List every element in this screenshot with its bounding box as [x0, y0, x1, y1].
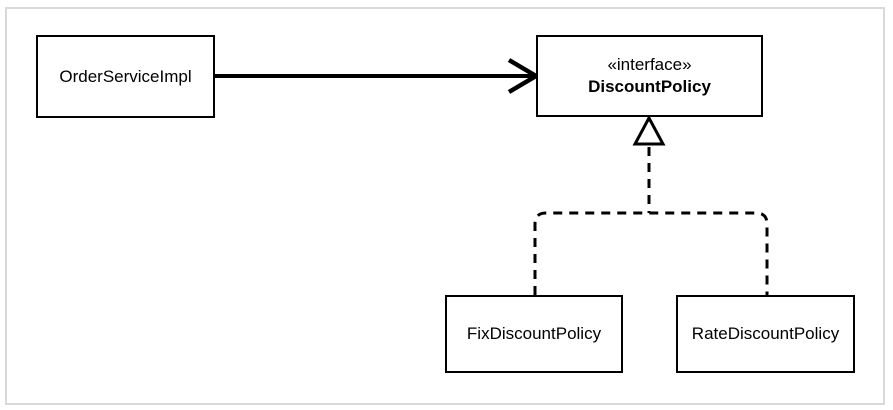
class-name-label: RateDiscountPolicy: [691, 324, 840, 343]
class-box-order-service-impl: OrderServiceImpl: [36, 35, 215, 118]
interface-stereotype-label: «interface»: [607, 55, 692, 74]
class-name-label: OrderServiceImpl: [59, 66, 192, 86]
class-name-label: FixDiscountPolicy: [466, 324, 602, 343]
interface-name-label: DiscountPolicy: [588, 77, 711, 96]
class-box-rate-discount-policy: RateDiscountPolicy: [676, 295, 855, 373]
class-box-fix-discount-policy: FixDiscountPolicy: [445, 295, 623, 373]
interface-box-discount-policy: «interface» DiscountPolicy: [536, 35, 763, 117]
